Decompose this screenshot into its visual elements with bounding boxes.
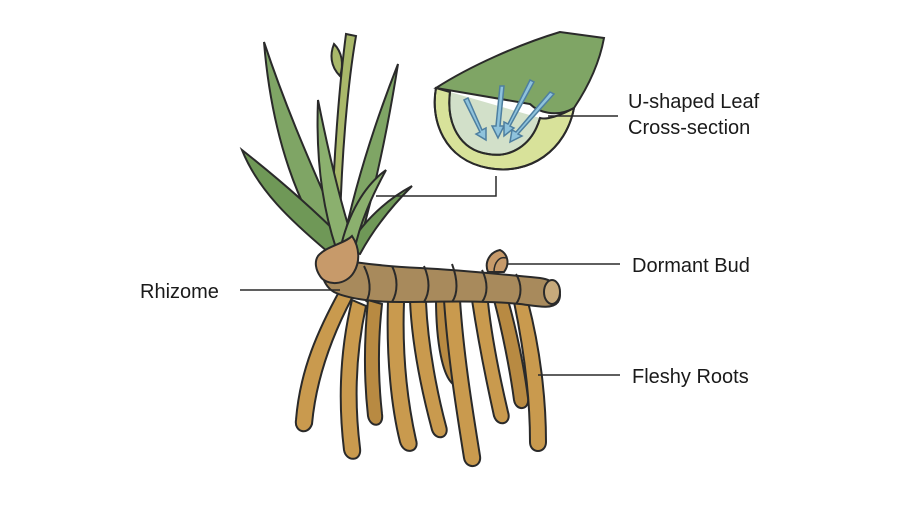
root <box>339 298 368 460</box>
cross-section-outer-rim <box>433 87 575 171</box>
shoot-group <box>239 32 413 284</box>
arrow-icon <box>503 78 536 138</box>
label-leaf-cross-section-line1: U-shaped Leaf <box>628 91 760 113</box>
rhizome-node <box>515 273 522 305</box>
rhizome-node <box>391 265 398 303</box>
arrow-icon <box>462 96 487 142</box>
leader-line-cross-section-to-plant <box>376 176 497 197</box>
rhizome-group <box>321 248 561 308</box>
leaf <box>340 63 399 249</box>
root <box>492 299 530 409</box>
arrow-icon <box>509 91 556 144</box>
cross-section-leaf-blade <box>433 30 606 115</box>
arrow-icon <box>490 85 506 140</box>
rhizome-node <box>451 263 458 303</box>
stalk-bract <box>330 42 343 78</box>
leaf-sheath <box>314 234 360 284</box>
root <box>386 298 418 452</box>
root <box>294 288 354 433</box>
label-rhizome: Rhizome <box>140 281 219 303</box>
root <box>364 298 384 426</box>
water-flow-arrows <box>462 78 556 144</box>
fleshy-roots-group <box>294 288 548 467</box>
root <box>442 299 482 467</box>
label-fleshy-roots: Fleshy Roots <box>632 366 749 388</box>
leaf <box>239 146 344 254</box>
root <box>408 298 448 439</box>
root <box>470 298 510 425</box>
rhizome-body <box>321 256 561 308</box>
root <box>512 301 548 452</box>
leaf <box>344 185 413 256</box>
rhizome-node <box>423 265 430 303</box>
leader-lines <box>240 115 620 376</box>
label-dormant-bud: Dormant Bud <box>632 255 750 277</box>
rhizome-node <box>363 265 371 303</box>
leaf-cross-section <box>433 30 606 171</box>
dormant-bud-scale <box>493 256 507 273</box>
leaf <box>338 169 387 254</box>
rhizome-node <box>481 269 488 303</box>
label-leaf-cross-section-line2: Cross-section <box>628 117 750 139</box>
leaf <box>316 99 354 250</box>
rhizome-end <box>543 279 561 305</box>
